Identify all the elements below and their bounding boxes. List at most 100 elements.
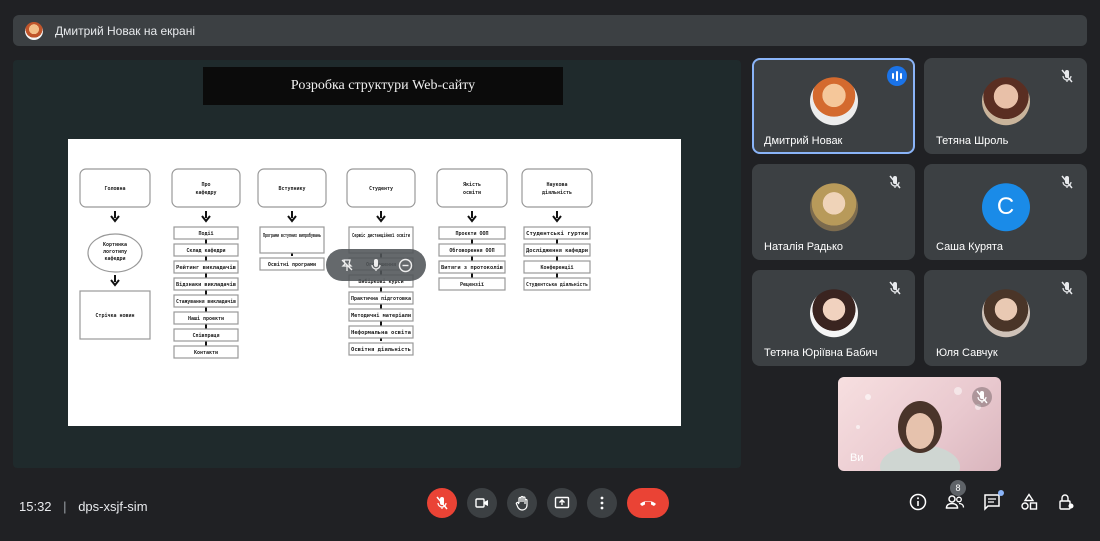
remove-icon[interactable] [397, 257, 413, 273]
diagram-label: Кортинка [103, 242, 127, 248]
self-name: Ви [850, 452, 864, 464]
speaking-indicator-icon [887, 66, 907, 86]
diagram-label: Наукова [546, 182, 567, 188]
diagram-node-item [523, 260, 591, 274]
mic-off-icon [1061, 281, 1073, 295]
meeting-details-button[interactable] [908, 492, 928, 512]
diagram-label: логотипу [103, 249, 127, 255]
participant-name: Дмитрий Новак [764, 135, 843, 147]
lock-person-icon [1059, 494, 1074, 510]
slide-title-bar: Розробка структури Web-сайту [203, 67, 563, 105]
diagram-arrow [110, 211, 120, 223]
presenter-avatar [25, 21, 43, 40]
diagram-label: кафедру [195, 189, 216, 196]
more-vertical-icon [600, 496, 604, 510]
diagram-node-item [79, 290, 151, 340]
host-controls-button[interactable] [1056, 492, 1076, 512]
hang-up-icon [640, 501, 656, 506]
chat-button[interactable] [982, 490, 1004, 512]
diagram-node-item [173, 345, 239, 359]
mic-off-icon [889, 281, 901, 295]
diagram-label: Сервіс дистанційної освіти [352, 233, 410, 239]
diagram-node-item [348, 308, 414, 322]
separator: | [63, 498, 67, 514]
diagram-node-item [173, 311, 239, 325]
raise-hand-button[interactable] [507, 488, 537, 518]
diagram-arrow [110, 275, 120, 287]
participant-tile-tetiana-shrol[interactable]: Тетяна Шроль [924, 58, 1087, 154]
mic-icon[interactable] [368, 257, 384, 273]
diagram-arrow [467, 211, 477, 223]
diagram-node-item [523, 226, 591, 240]
diagram-node-head [521, 168, 593, 208]
diagram-arrow [552, 211, 562, 223]
people-count-badge: 8 [950, 480, 966, 496]
participant-tile-yulia-savchuk[interactable]: Юля Савчук [924, 270, 1087, 366]
camera-toggle-button[interactable] [467, 488, 497, 518]
microphone-toggle-button[interactable] [427, 488, 457, 518]
participant-name: Юля Савчук [936, 347, 998, 359]
diagram-label: Склад кафедри [186, 247, 225, 254]
diagram-label: Студентські гуртки [526, 231, 588, 237]
diagram-node-head [346, 168, 416, 208]
diagram-node-item [173, 260, 239, 274]
info-icon [909, 493, 927, 511]
participant-tile-sasha-kuriata[interactable]: С Саша Курята [924, 164, 1087, 260]
diagram-label: Програми вступних випробувань [263, 232, 321, 239]
meeting-code: dps-xsjf-sim [78, 498, 148, 514]
diagram-label: Освітня діяльність [351, 347, 411, 353]
diagram-label: Конференції [540, 264, 573, 271]
mic-off-icon [436, 496, 448, 510]
diagram-label: Рецензії [460, 282, 484, 288]
participant-tile-nataliia-radko[interactable]: Наталія Радько [752, 164, 915, 260]
hand-icon [515, 495, 528, 511]
leave-call-button[interactable] [627, 488, 669, 518]
diagram-label: Студентська діяльність [526, 282, 588, 288]
diagram-label: Методичні матеріали [351, 313, 411, 319]
slide-title: Розробка структури Web-сайту [290, 78, 476, 93]
diagram-label: Стажування викладачів [176, 299, 236, 305]
diagram-label: Обговорення ООП [449, 247, 494, 254]
diagram-label: Вступнику [278, 186, 305, 192]
people-icon [945, 495, 965, 509]
participant-avatar [809, 289, 858, 338]
participant-tile-dmytryi[interactable]: Дмитрий Новак [752, 58, 915, 154]
people-button[interactable]: 8 [945, 480, 966, 512]
mic-off-icon [889, 175, 901, 189]
more-options-button[interactable] [587, 488, 617, 518]
diagram-arrow [376, 211, 386, 223]
self-view-tile[interactable]: Ви [838, 377, 1001, 471]
diagram-node-item [438, 277, 506, 291]
diagram-label: Витяги з протоколів [441, 265, 503, 271]
self-video [856, 387, 981, 471]
diagram-node-item [259, 257, 325, 271]
diagram-node-item [87, 233, 143, 273]
activities-button[interactable] [1019, 492, 1039, 512]
present-screen-button[interactable] [547, 488, 577, 518]
presenting-label: Дмитрий Новак на екрані [55, 23, 196, 38]
diagram-node-item [173, 294, 239, 308]
diagram-node-item [348, 291, 414, 305]
diagram-node-head [171, 168, 241, 208]
diagram-label: Вибіркові курси [358, 278, 403, 285]
diagram-arrow [201, 211, 211, 223]
participant-tile-tetiana-babych[interactable]: Тетяна Юріївна Бабич [752, 270, 915, 366]
presenter-tile-controls[interactable] [326, 249, 426, 281]
diagram-label: Контакти [194, 350, 218, 356]
diagram-node-head [257, 168, 327, 208]
presenting-banner: Дмитрий Новак на екрані [13, 15, 1087, 46]
diagram-node-item [438, 260, 506, 274]
diagram-node-item [348, 325, 414, 339]
unpin-icon[interactable] [339, 257, 355, 273]
diagram-label: Наші проекти [188, 316, 224, 322]
diagram-label: Студенту [369, 186, 393, 192]
meeting-info: 15:32 | dps-xsjf-sim [19, 499, 148, 514]
diagram-label: Проєкти ООП [455, 231, 488, 237]
diagram-arrow [287, 211, 297, 223]
current-time: 15:32 [19, 498, 52, 514]
diagram-label: Рейтинг викладачів [176, 265, 236, 271]
diagram-node-item [438, 243, 506, 257]
mic-off-icon [972, 387, 992, 407]
